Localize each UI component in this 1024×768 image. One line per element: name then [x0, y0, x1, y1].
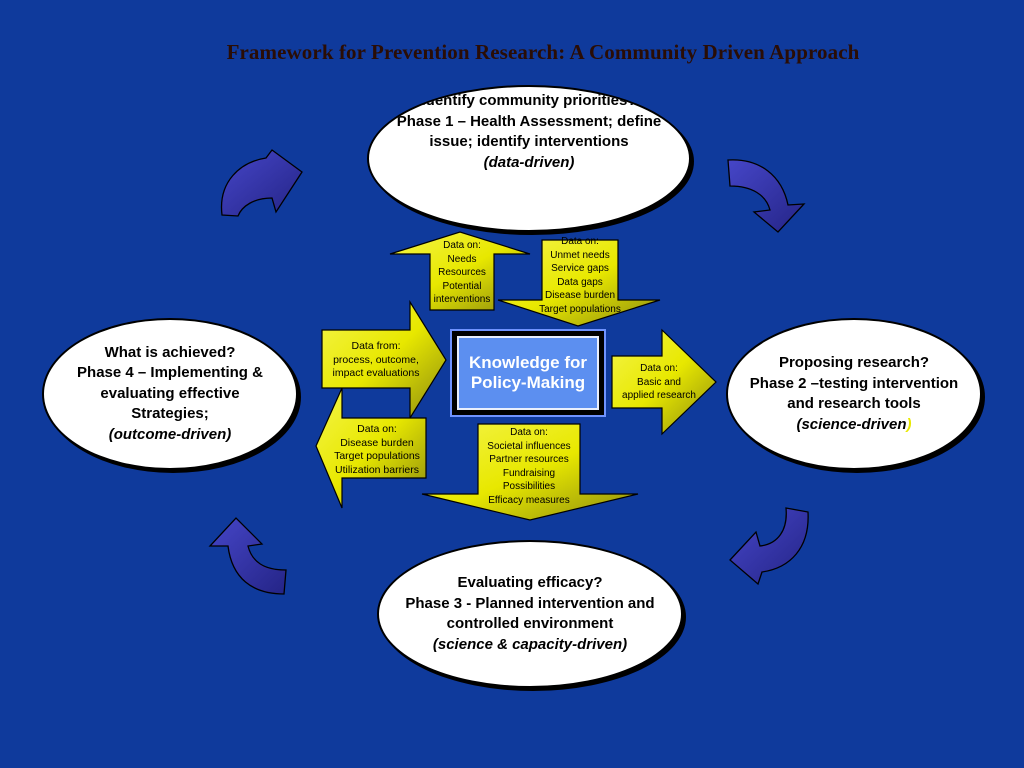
label-line: Disease burden [544, 290, 616, 301]
label-basic-research: Data on: Basic and applied research [612, 362, 706, 403]
arrow-up-needs [389, 231, 531, 311]
cycle-arrow-top-right [727, 159, 806, 233]
label-line: applied research [622, 390, 696, 401]
phase1-text: Phase 1 – Health Assessment; define issu… [396, 112, 662, 151]
page-title: Framework for Prevention Research: A Com… [226, 40, 860, 64]
phase2-tag-line: (science-driven) [746, 415, 962, 436]
phase3-question: Evaluating efficacy? [457, 574, 603, 591]
phase4-question: What is achieved? [104, 343, 236, 361]
label-line: Partner resources [489, 454, 569, 465]
arrow-left-disease-burden [315, 387, 427, 509]
cycle-arrow-bottom-right [729, 507, 809, 586]
label-unmet-needs: Data on: Unmet needs Service gaps Data g… [528, 235, 632, 316]
label-line: process, outcome, [333, 353, 419, 366]
label-line: Basic and [637, 376, 681, 388]
label-line: Target populations [334, 450, 420, 462]
label-line: Data on: [357, 423, 397, 435]
phase3-tag: (science & capacity-driven) [432, 635, 628, 653]
label-line: Data on: [510, 427, 548, 438]
label-data-from: Data from: process, outcome, impact eval… [324, 340, 428, 381]
label-line: Data gaps [557, 276, 603, 288]
cycle-arrow-top-left [220, 149, 303, 217]
phase1-ellipse: Identify community priorities? Phase 1 –… [367, 85, 691, 232]
label-line: Data on: [640, 363, 678, 374]
label-line: Data from: [351, 340, 401, 352]
arrow-down-unmet-needs [497, 239, 661, 327]
label-line: Needs [447, 253, 477, 265]
phase2-tag: (science-driven [796, 415, 907, 433]
phase1-tag: (data-driven) [483, 153, 575, 171]
phase4-text: Phase 4 – Implementing & evaluating effe… [77, 364, 263, 423]
label-line: Disease burden [340, 436, 414, 449]
label-line: Fundraising [502, 467, 556, 479]
phase2-question: Proposing research? [778, 354, 930, 371]
label-disease-burden: Data on: Disease burden Target populatio… [328, 423, 426, 477]
knowledge-box: Knowledge for Policy-Making [450, 329, 606, 417]
phase3-ellipse: Evaluating efficacy? Phase 3 - Planned i… [377, 540, 683, 688]
label-needs: Data on: Needs Resources Potential inter… [426, 239, 498, 307]
label-line: Resources [438, 267, 486, 278]
arrow-down-societal [421, 423, 639, 521]
phase3-text: Phase 3 - Planned intervention and contr… [405, 594, 655, 633]
phase2-ellipse: Proposing research? Phase 2 –testing int… [726, 318, 982, 470]
label-line: Utilization barriers [334, 463, 420, 476]
label-line: Data on: [561, 236, 599, 247]
arrow-right-data-from [321, 299, 447, 421]
arrow-right-basic-research [611, 328, 717, 436]
phase2-tag-end: ) [906, 415, 912, 433]
phase2-text: Phase 2 –testing intervention and resear… [749, 374, 959, 413]
label-line: Efficacy measures [488, 494, 570, 506]
label-societal: Data on: Societal influences Partner res… [472, 426, 586, 507]
label-line: interventions [433, 294, 491, 305]
knowledge-label: Knowledge for Policy-Making [457, 336, 599, 410]
phase4-ellipse: What is achieved? Phase 4 – Implementing… [42, 318, 298, 470]
label-line: Data on: [443, 240, 481, 251]
cycle-arrow-bottom-left [208, 517, 287, 595]
label-line: Potential [442, 280, 482, 292]
label-line: Service gaps [551, 263, 609, 274]
label-line: impact evaluations [332, 367, 420, 379]
label-line: Unmet needs [550, 249, 610, 261]
label-line: Societal influences [487, 440, 571, 452]
label-line: Possibilities [502, 481, 556, 492]
label-line: Target populations [539, 303, 621, 315]
phase4-tag: (outcome-driven) [108, 425, 232, 443]
phase1-question: Identify community priorities? [421, 92, 637, 109]
